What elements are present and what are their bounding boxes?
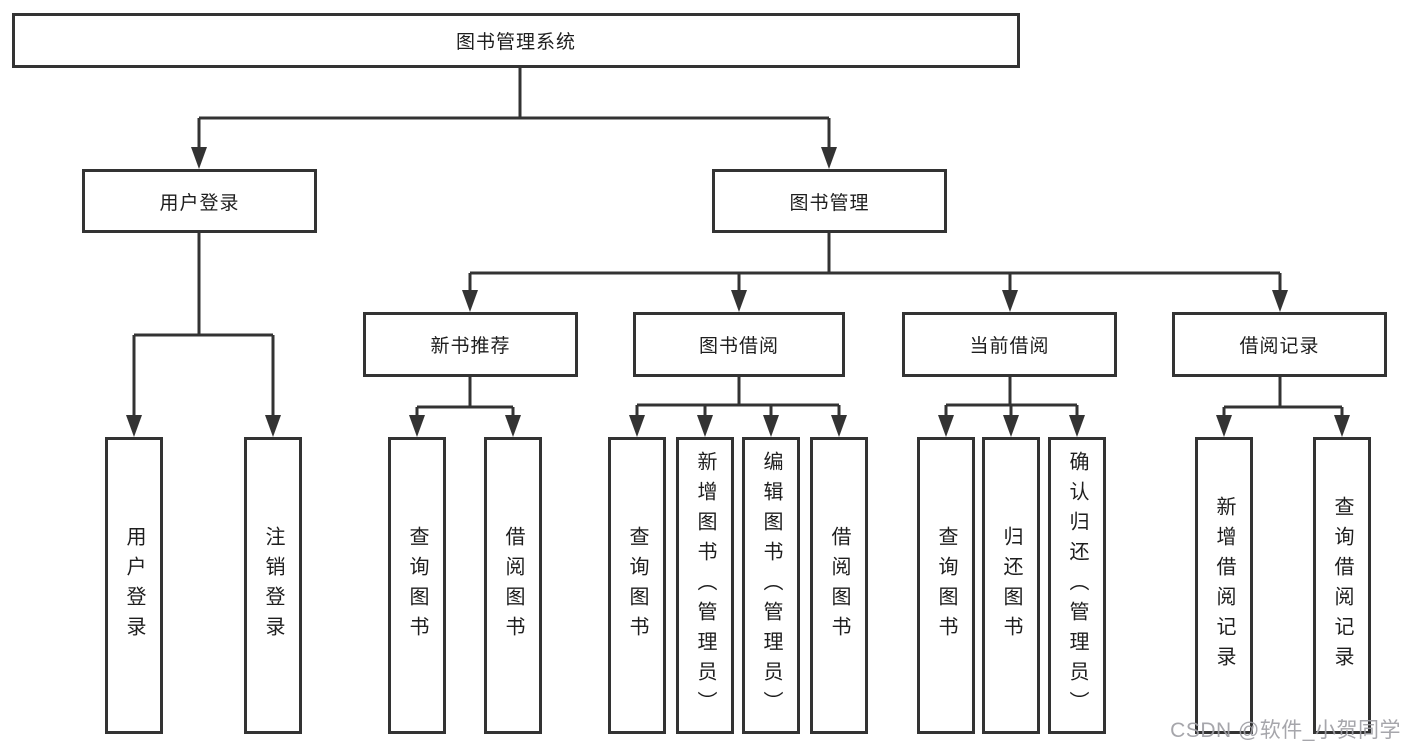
node-root: 图书管理系统 (12, 13, 1020, 68)
leaf-borrow-borrow-book: 借阅图书 (810, 437, 868, 734)
leaf-logout: 注销登录 (244, 437, 302, 734)
leaf-record-add-record: 新增借阅记录 (1195, 437, 1253, 734)
leaf-newbook-borrow-book: 借阅图书 (484, 437, 542, 734)
leaf-borrow-add-book-admin: 新增图书（管理员） (676, 437, 734, 734)
arrowheads (126, 147, 1350, 437)
leaf-borrow-edit-book-admin: 编辑图书（管理员） (742, 437, 800, 734)
leaf-record-query-record: 查询借阅记录 (1313, 437, 1371, 734)
node-user-login: 用户登录 (82, 169, 317, 233)
leaf-current-return-book: 归还图书 (982, 437, 1040, 734)
leaf-borrow-query-book: 查询图书 (608, 437, 666, 734)
node-book-management: 图书管理 (712, 169, 947, 233)
node-borrow-record: 借阅记录 (1172, 312, 1387, 377)
leaf-user-login: 用户登录 (105, 437, 163, 734)
leaf-newbook-query-book: 查询图书 (388, 437, 446, 734)
leaf-current-confirm-return-admin: 确认归还（管理员） (1048, 437, 1106, 734)
node-current-borrow: 当前借阅 (902, 312, 1117, 377)
node-book-borrow: 图书借阅 (633, 312, 845, 377)
leaf-current-query-book: 查询图书 (917, 437, 975, 734)
node-new-book-recommend: 新书推荐 (363, 312, 578, 377)
